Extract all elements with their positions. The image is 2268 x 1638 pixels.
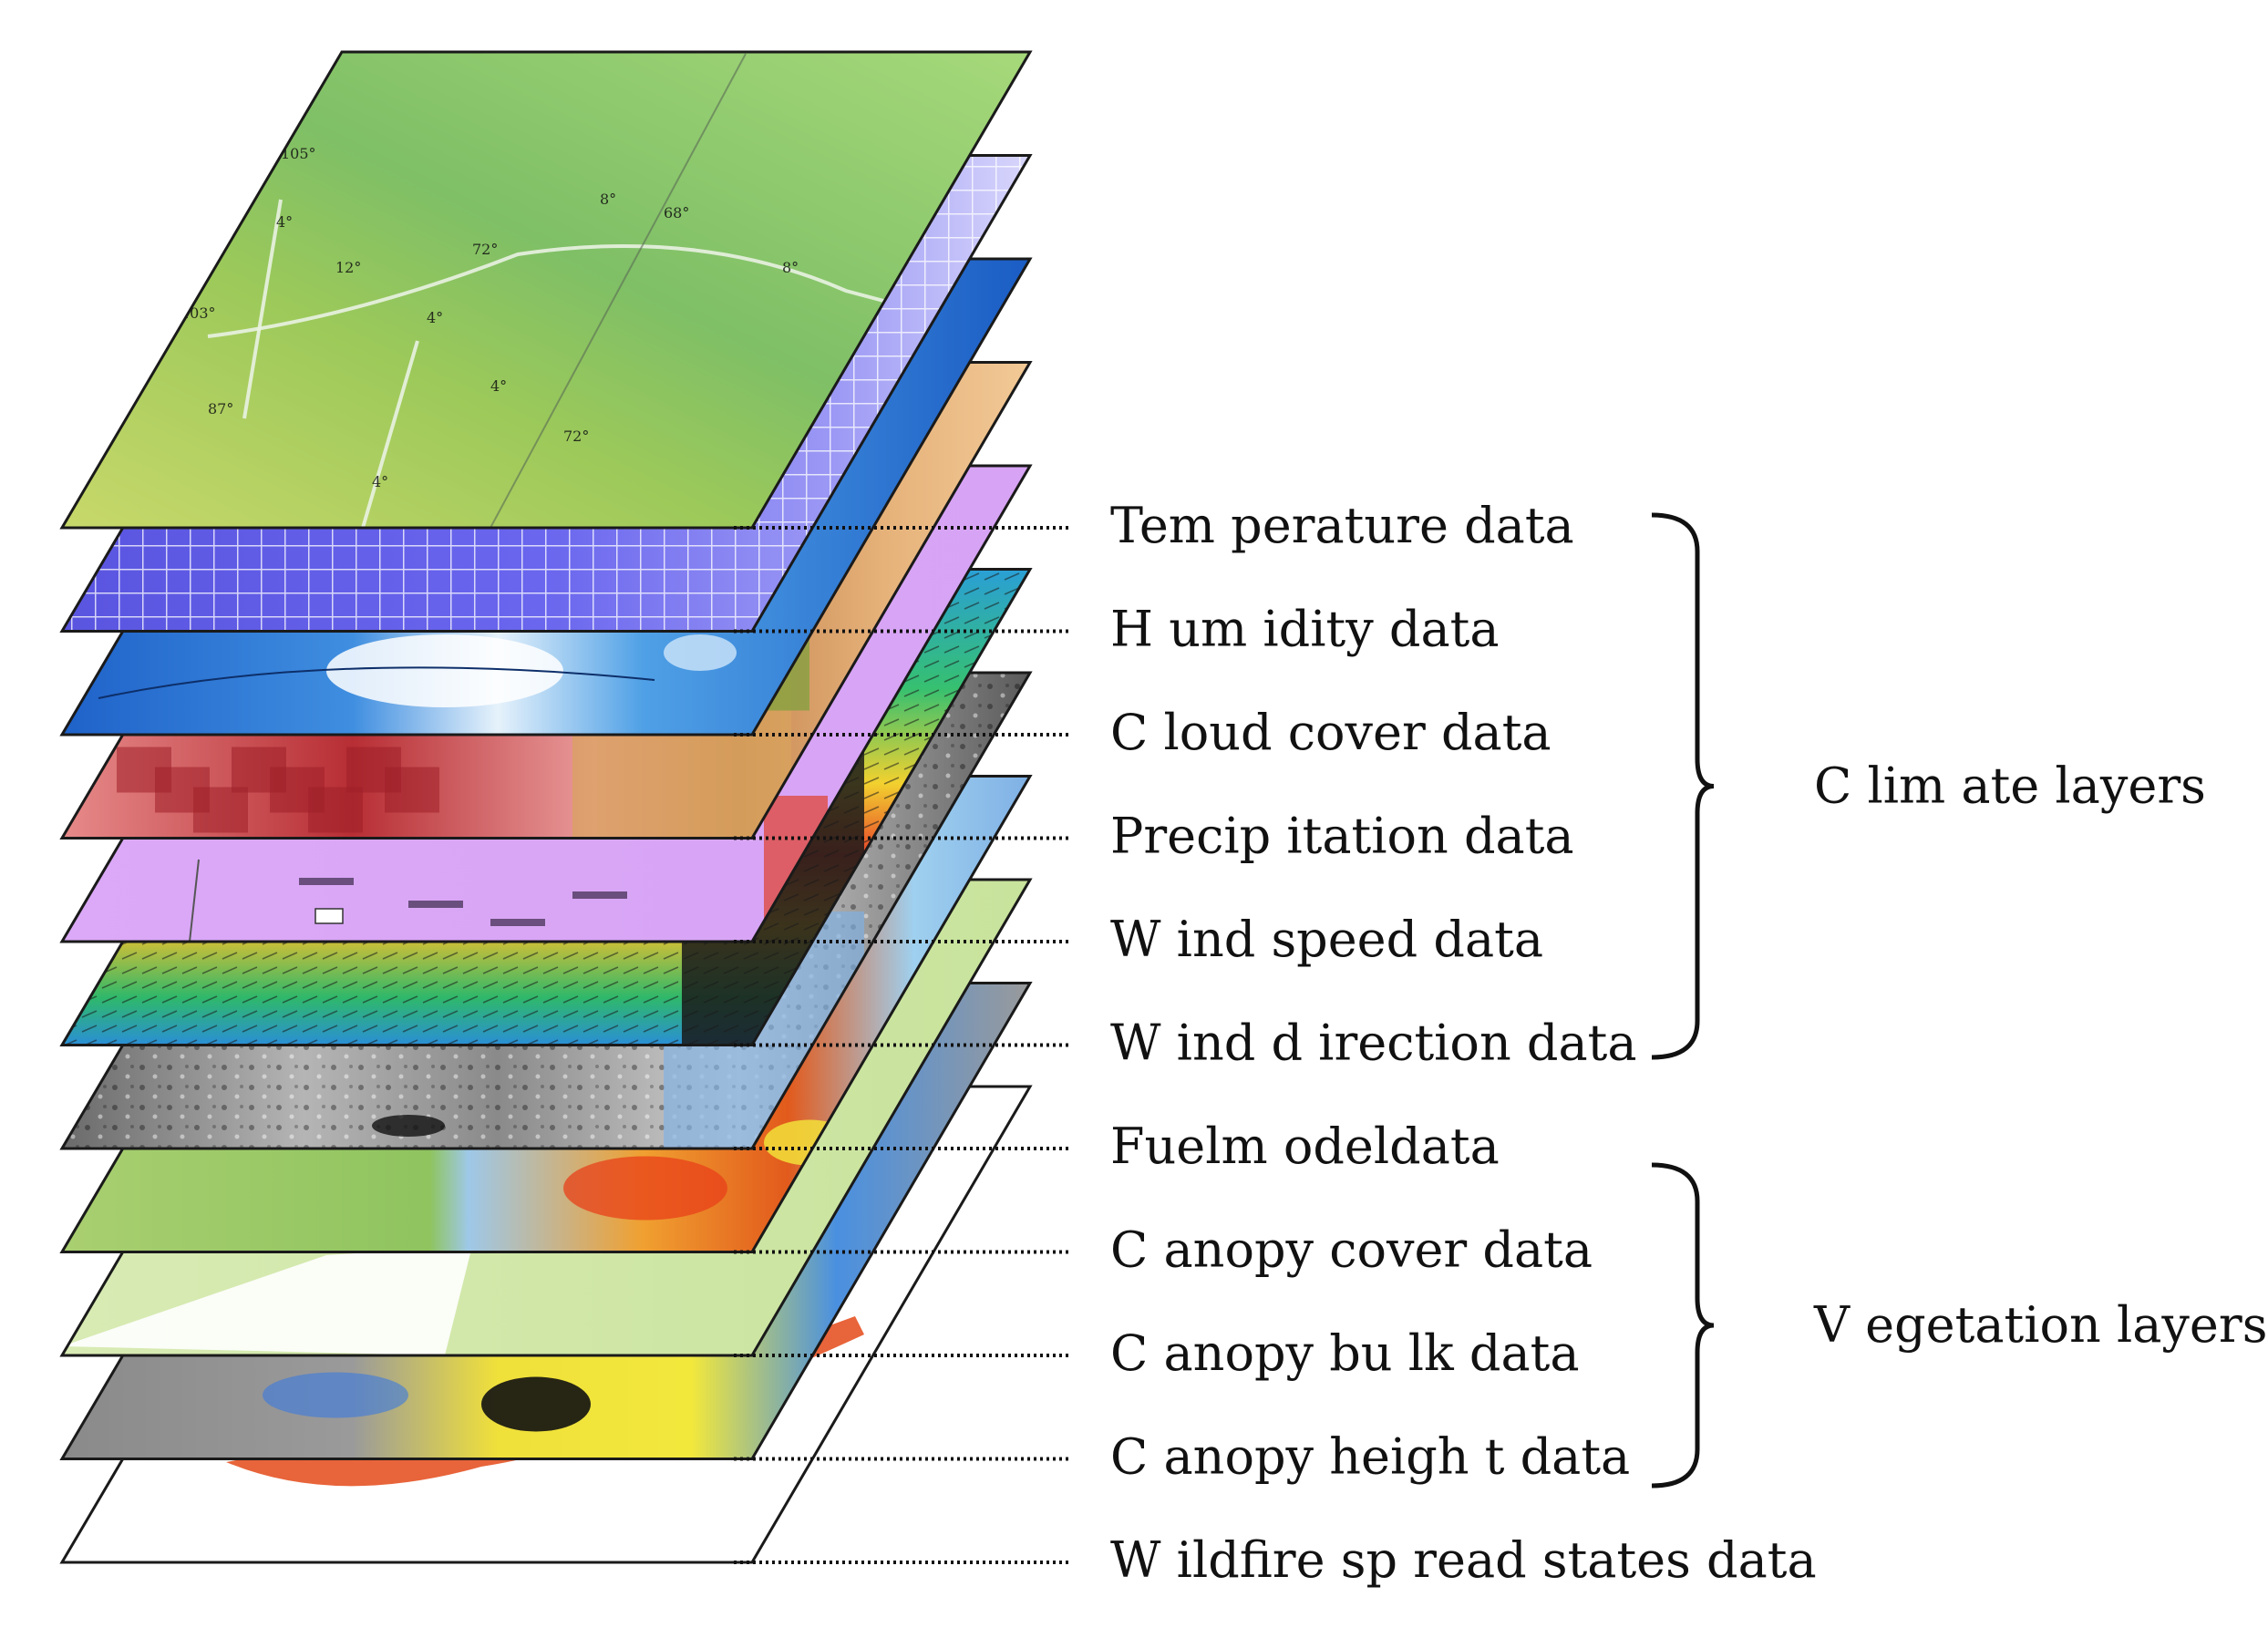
label-humidity: H um idity data [1110,601,1500,658]
map-marker-label: 8° [782,259,799,276]
layer-labels: W ildfire sp read states data C anopy hei… [1110,497,1817,1589]
layer-texture-canopy-height [263,1372,591,1432]
map-marker-label: 4° [372,473,388,490]
group-label-vegetation: V egetation layers [1813,1296,2267,1354]
label-canopy-bulk: C anopy bu lk data [1110,1324,1580,1382]
bracket-vegetation: V egetation layers [1651,1162,2267,1489]
label-wildfire: W ildfire sp read states data [1110,1531,1817,1589]
label-canopy-height: C anopy heigh t data [1110,1428,1630,1486]
leader-lines [734,526,1071,1564]
label-fuel-model: Fuelm odeldata [1110,1118,1500,1175]
label-wind-direction: W ind d irection data [1110,1015,1637,1072]
map-marker-label: 68° [664,204,689,221]
map-marker-label: 72° [472,241,498,258]
bracket-climate: C lim ate layers [1651,512,2206,1060]
layer-texture-cloud [98,634,737,707]
label-cloud: C loud cover data [1110,704,1552,761]
label-canopy-cover: C anopy cover data [1110,1221,1593,1279]
layer-texture-temperature: 105°4°12°103°72°8°68°8°4°87°4°72°4° [180,53,984,528]
label-temperature: Tem perature data [1110,497,1574,554]
layer-texture-canopy-bulk [62,1246,472,1355]
map-marker-label: 4° [490,377,507,395]
map-marker-label: 105° [281,145,316,162]
map-marker-label: 4° [276,213,293,231]
map-marker-label: 87° [208,400,233,417]
brace-vegetation [1651,1162,1715,1489]
map-marker-label: 72° [563,428,589,445]
layer-surface-temperature [62,52,1030,528]
group-brackets: C lim ate layers V egetation layers [1651,512,2267,1489]
map-marker-label: 12° [335,259,361,276]
layer-outline-temperature [59,50,1033,530]
map-marker-label: 8° [600,191,616,208]
layer-temperature: 105°4°12°103°72°8°68°8°4°87°4°72°4° [59,50,1033,530]
map-layers: 105°4°12°103°72°8°68°8°4°87°4°72°4° [59,50,1033,1564]
map-marker-label: 4° [427,309,443,326]
brace-climate [1651,512,1715,1060]
group-label-climate: C lim ate layers [1814,757,2206,815]
label-wind-speed: W ind speed data [1110,911,1543,968]
label-precipitation: Precip itation data [1110,808,1574,865]
